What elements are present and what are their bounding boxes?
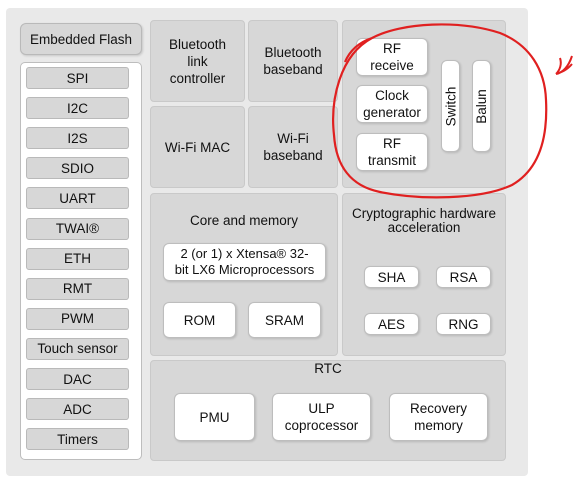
rf-transmit-label: RF transmit [367,136,416,168]
rsa-label: RSA [449,269,478,285]
rtc-title: RTC [314,361,342,376]
peripheral-touch-sensor: Touch sensor [26,337,129,360]
balun-label: Balun [474,88,489,124]
peripheral-uart: UART [26,187,129,210]
peripheral-i2s: I2S [26,127,129,150]
peripheral-i2c: I2C [26,97,129,120]
crypto-title: Cryptographic hardware acceleration [351,206,497,235]
peripheral-timers: Timers [26,428,129,451]
rf-receive-label: RF receive [370,41,414,73]
bluetooth-baseband-block: Bluetooth baseband [248,20,338,102]
peripheral-rmt: RMT [26,277,129,300]
bluetooth-link-controller-label: Bluetooth link controller [168,36,227,86]
sha-box: SHA [364,266,419,288]
sram-label: SRAM [264,312,304,328]
rng-label: RNG [448,316,479,332]
rf-transmit-box: RF transmit [356,133,428,171]
rom-box: ROM [163,302,236,338]
wifi-mac-block: Wi-Fi MAC [150,106,245,188]
sram-box: SRAM [248,302,321,338]
cpu-label: 2 (or 1) x Xtensa® 32- bit LX6 Microproc… [174,246,315,277]
embedded-flash-label: Embedded Flash [29,31,133,47]
clock-generator-box: Clock generator [356,85,428,123]
rom-label: ROM [183,312,216,328]
annotation-arrow-icon [555,55,573,75]
aes-label: AES [377,316,405,332]
switch-box: Switch [441,60,460,152]
cpu-box: 2 (or 1) x Xtensa® 32- bit LX6 Microproc… [163,243,326,281]
bluetooth-baseband-label: Bluetooth baseband [263,45,323,77]
rsa-box: RSA [436,266,491,288]
balun-box: Balun [472,60,491,152]
bluetooth-link-controller-block: Bluetooth link controller [150,20,245,102]
recovery-memory-box: Recovery memory [389,393,488,441]
wifi-baseband-block: Wi-Fi baseband [248,106,338,188]
wifi-baseband-label: Wi-Fi baseband [263,131,323,163]
wifi-mac-label: Wi-Fi MAC [164,139,231,155]
peripheral-eth: ETH [26,247,129,270]
rng-box: RNG [436,313,491,335]
peripheral-pwm: PWM [26,307,129,330]
aes-box: AES [364,313,419,335]
peripheral-dac: DAC [26,368,129,390]
peripheral-spi: SPI [26,67,129,89]
sha-label: SHA [377,269,406,285]
ulp-coprocessor-box: ULP coprocessor [272,393,371,441]
peripheral-twai: TWAI® [26,217,129,240]
rf-receive-box: RF receive [356,38,428,76]
ulp-coprocessor-label: ULP coprocessor [284,401,359,433]
embedded-flash-block: Embedded Flash [20,23,142,55]
peripheral-adc: ADC [26,398,129,421]
pmu-label: PMU [199,409,230,425]
switch-label: Switch [443,86,459,126]
peripheral-sdio: SDIO [26,157,129,180]
pmu-box: PMU [174,393,255,441]
core-memory-title: Core and memory [189,213,299,228]
recovery-memory-label: Recovery memory [409,401,468,433]
clock-generator-label: Clock generator [363,88,421,120]
